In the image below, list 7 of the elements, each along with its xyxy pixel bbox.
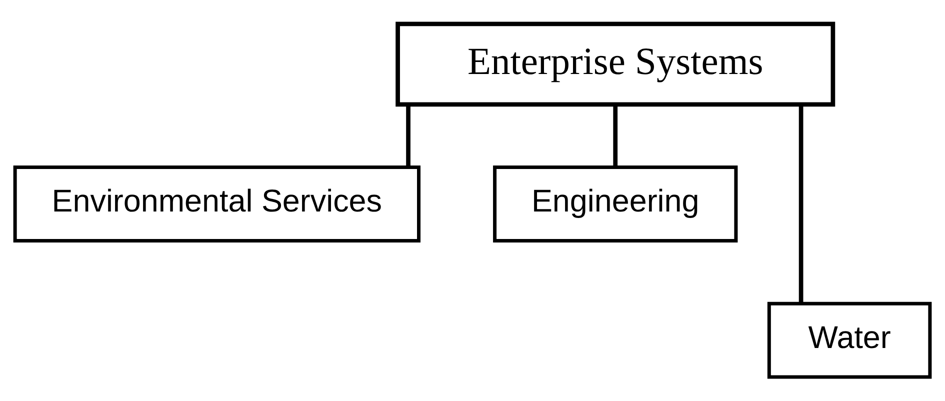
connector <box>798 104 804 303</box>
node-box: Environmental Services <box>13 166 420 242</box>
connector <box>613 104 618 167</box>
node-box: Enterprise Systems <box>396 22 836 107</box>
node-box: Engineering <box>493 166 738 242</box>
connector <box>406 104 410 167</box>
node-box: Water <box>767 302 932 379</box>
